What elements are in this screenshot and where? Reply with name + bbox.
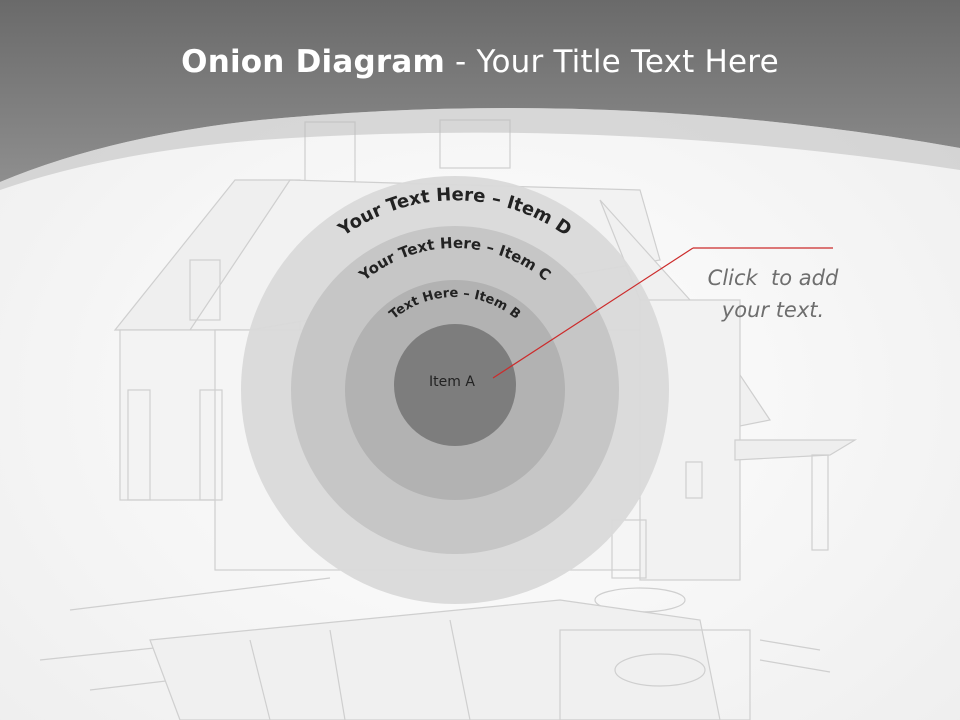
onion-diagram: Your Text Here – Item D Your Text Here –… [241, 176, 669, 604]
center-circle[interactable] [394, 324, 516, 446]
slide-title[interactable]: Onion Diagram - Your Title Text Here [0, 44, 960, 80]
callout-line-1: Click to add [707, 266, 839, 290]
callout-leader [492, 247, 833, 379]
title-rest: - Your Title Text Here [444, 44, 779, 80]
callout-text[interactable]: Click to add your text. [688, 262, 858, 326]
center-label: Item A [429, 374, 475, 390]
callout-line-2: your text. [721, 298, 825, 322]
header-band [0, 0, 960, 182]
title-bold: Onion Diagram [181, 44, 445, 80]
header-swoosh [0, 107, 960, 190]
